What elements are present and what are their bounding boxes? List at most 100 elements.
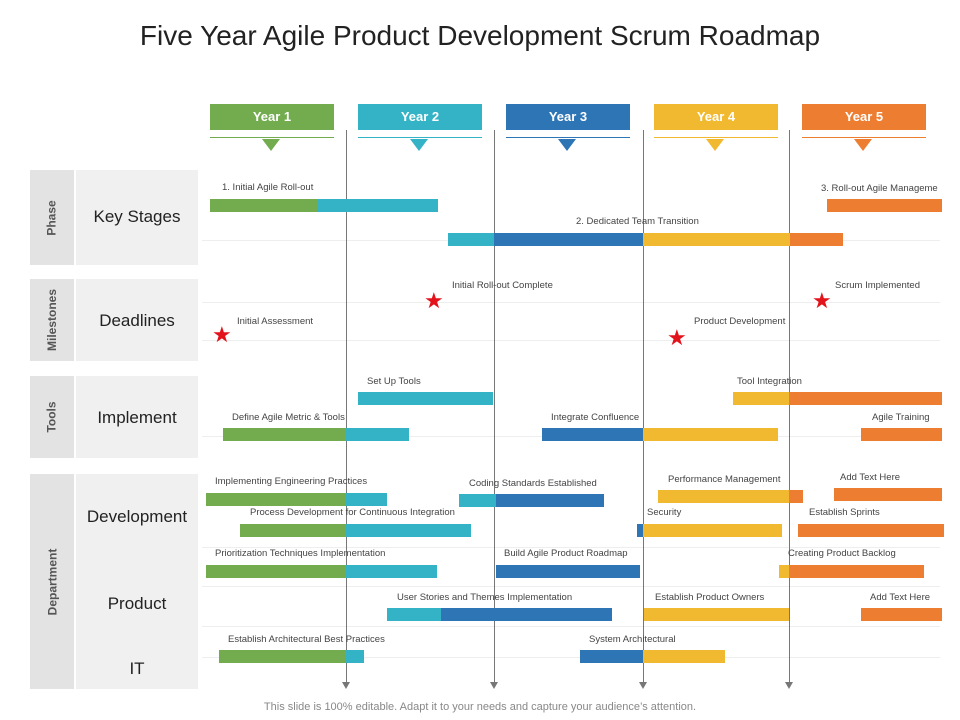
task-bar-segment [789, 565, 924, 578]
task-bar-segment [496, 565, 640, 578]
group-strip [30, 279, 74, 361]
year-header-4: Year 4 [654, 104, 778, 130]
task-label: 1. Initial Agile Roll-out [222, 182, 314, 193]
group-label-text: Department [45, 548, 59, 615]
task-bar-segment [643, 524, 782, 537]
task-bar-segment [834, 488, 942, 501]
task-bar-segment [733, 392, 789, 405]
year-boundary-line [643, 130, 644, 682]
task-label: Establish Architectural Best Practices [228, 634, 385, 645]
milestone-label: Product Development [694, 316, 786, 327]
category-label-product: Product [107, 594, 167, 613]
year-header-1: Year 1 [210, 104, 334, 130]
task-label: Agile Training [872, 412, 930, 423]
star-icon: ★ [667, 325, 687, 350]
star-icon: ★ [424, 288, 444, 313]
year-pointer-icon [410, 139, 428, 151]
task-bar-segment [346, 428, 409, 441]
group-label-department: Department [30, 474, 74, 689]
task-label: Integrate Confluence [551, 412, 640, 423]
task-label: Security [647, 507, 682, 518]
task-bar-segment [790, 233, 843, 246]
task-bar-segment [779, 565, 789, 578]
task-bar-segment [459, 494, 496, 507]
task-bar-segment [789, 392, 942, 405]
group-label-phase: Phase [30, 170, 74, 265]
arrow-down-icon [785, 682, 793, 689]
arrow-down-icon [639, 682, 647, 689]
task-label: Add Text Here [870, 592, 931, 603]
row-divider [202, 302, 940, 303]
task-bar-segment [637, 524, 643, 537]
star-icon: ★ [212, 322, 232, 347]
year-boundary-line [789, 130, 790, 682]
task-bar-segment [861, 428, 942, 441]
task-label: User Stories and Themes Implementation [397, 592, 573, 603]
task-bar-segment [346, 565, 437, 578]
category-box [76, 474, 198, 689]
task-bar-segment [496, 494, 604, 507]
task-bar-segment [206, 565, 346, 578]
task-bar-segment [658, 490, 789, 503]
task-bar-segment [580, 650, 643, 663]
task-bar-segment [206, 493, 346, 506]
task-label: Build Agile Product Roadmap [504, 548, 628, 559]
row-divider [202, 340, 940, 341]
task-bar-segment [798, 524, 944, 537]
group-label-text: Phase [44, 199, 59, 236]
task-bar-segment [240, 524, 346, 537]
group-label-text: Tools [44, 401, 59, 433]
year-underline [802, 137, 926, 138]
task-label: Prioritization Techniques Implementation [215, 548, 386, 559]
task-bar-segment [644, 608, 789, 621]
task-label: Define Agile Metric & Tools [232, 412, 345, 423]
category-box [76, 279, 198, 361]
group-label-text: Milestones [45, 288, 60, 352]
year-pointer-icon [558, 139, 576, 151]
category-label-key-stages: Key Stages [93, 207, 181, 226]
task-bar-segment [358, 392, 493, 405]
star-icon: ★ [812, 288, 832, 313]
task-label: System Architectural [589, 634, 676, 645]
task-bar-segment [346, 524, 471, 537]
arrow-down-icon [342, 682, 350, 689]
year-boundary-line [494, 130, 495, 682]
task-bar-segment [441, 608, 612, 621]
task-label: Performance Management [668, 474, 781, 485]
task-label: Creating Product Backlog [788, 548, 896, 559]
task-bar-segment [318, 199, 438, 212]
task-bar-segment [494, 233, 643, 246]
row-divider [202, 547, 940, 548]
task-bar-segment [210, 199, 318, 212]
task-bar-segment [643, 428, 778, 441]
year-pointer-icon [854, 139, 872, 151]
row-divider [202, 626, 940, 627]
category-label-it: IT [129, 659, 145, 678]
year-underline [358, 137, 482, 138]
milestone-label: Scrum Implemented [835, 280, 921, 291]
task-label: 3. Roll-out Agile Manageme [821, 183, 938, 194]
group-strip [30, 170, 74, 265]
task-bar-segment [387, 608, 441, 621]
category-label-deadlines: Deadlines [99, 311, 175, 330]
footer-note: This slide is 100% editable. Adapt it to… [263, 701, 697, 713]
task-bar-segment [346, 650, 364, 663]
arrow-down-icon [490, 682, 498, 689]
row-divider [202, 586, 940, 587]
task-bar-segment [542, 428, 643, 441]
task-label: Establish Product Owners [655, 592, 765, 603]
year-pointer-icon [262, 139, 280, 151]
task-bar-segment [448, 233, 494, 246]
year-header-5: Year 5 [802, 104, 926, 130]
task-label: 2. Dedicated Team Transition [576, 216, 699, 227]
page-title: Five Year Agile Product Development Scru… [139, 20, 821, 51]
task-bar-segment [789, 490, 803, 503]
year-underline [654, 137, 778, 138]
row-divider [202, 657, 940, 658]
category-label-implement: Implement [97, 408, 177, 427]
year-underline [210, 137, 334, 138]
task-label: Add Text Here [840, 472, 901, 483]
category-box [76, 170, 198, 265]
task-label: Establish Sprints [809, 507, 880, 518]
task-bar-segment [219, 650, 346, 663]
